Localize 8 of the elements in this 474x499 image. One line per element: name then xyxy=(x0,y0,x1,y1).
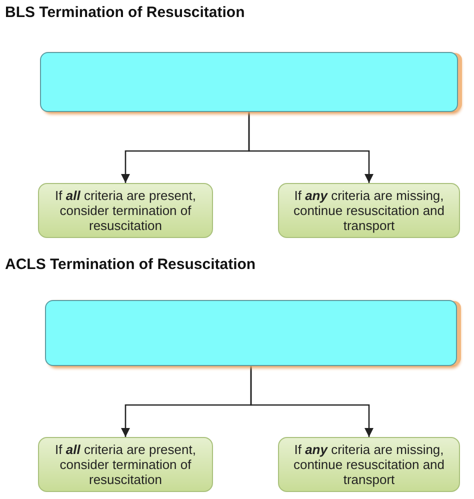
outcome-box: If any criteria are missing, continue resuscitation and transport xyxy=(278,437,460,492)
outcome-box: If all criteria are present, consider termination of resuscitation xyxy=(38,183,213,238)
section-heading: BLS Termination of Resuscitation xyxy=(5,4,245,21)
outcome-box: If all criteria are present, consider termination of resuscitation xyxy=(38,437,213,492)
section-heading: ACLS Termination of Resuscitation xyxy=(5,256,256,273)
arrow xyxy=(250,366,374,437)
outcome-box: If any criteria are missing, continue resuscitation and transport xyxy=(278,183,460,238)
arrow xyxy=(248,112,374,183)
